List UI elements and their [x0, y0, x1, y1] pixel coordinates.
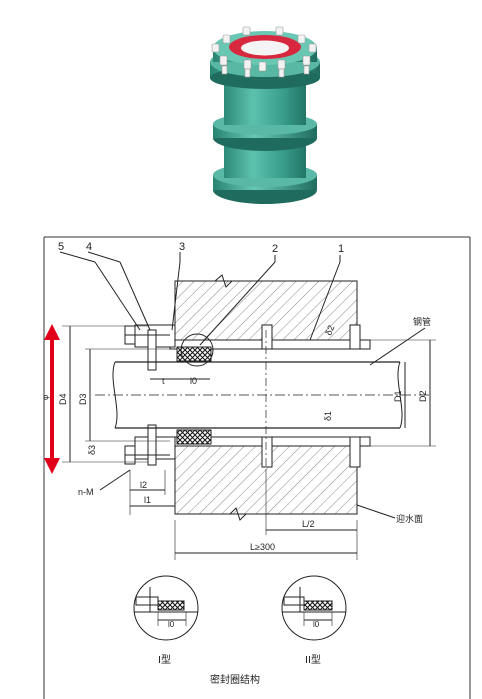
dim-d1: D1 [393, 390, 403, 402]
dim-l1: l1 [144, 495, 151, 505]
callout-5: 5 [58, 241, 64, 253]
callout-2: 2 [272, 243, 278, 255]
highlight-arrow [44, 324, 60, 474]
callout-4: 4 [86, 241, 92, 253]
annotation-labels: 钢管 迎水面 [396, 316, 431, 525]
dim-l-half: L/2 [302, 519, 315, 529]
label-type-2: II型 [305, 653, 321, 666]
dim-t: t [162, 376, 165, 386]
dim-left-mark: φ [41, 395, 50, 400]
detail-type-2 [281, 575, 347, 641]
detail-type-1 [133, 575, 199, 641]
callout-1: 1 [338, 243, 344, 255]
dim-delta2: δ2 [323, 324, 336, 337]
sleeve-section [59, 251, 436, 560]
flange-bolts [211, 26, 317, 78]
drawing-border [43, 236, 471, 699]
dim-d4: D4 [58, 393, 68, 405]
seal-ring-upper [176, 346, 212, 362]
callout-3: 3 [179, 241, 185, 253]
dim-l2: l2 [140, 480, 147, 490]
seal-ring-lower [176, 429, 212, 445]
pipe-bore [241, 40, 289, 56]
dim-n-m: n-M [78, 487, 94, 497]
dim-d2: D2 [418, 390, 428, 402]
dimension-labels: D4 D3 D1 D2 δ1 δ2 δ3 t l0 l1 l2 n-M L/2 … [41, 324, 428, 552]
label-section-title: 密封圈结构 [210, 673, 260, 686]
detail-labels: l0 l0 I型 II型 密封圈结构 [158, 620, 321, 686]
detail1-l0: l0 [168, 620, 175, 629]
dim-delta3: δ3 [87, 445, 97, 455]
detail2-l0: l0 [313, 620, 320, 629]
callout-numbers: 5 4 3 2 1 [58, 241, 344, 255]
label-type-1: I型 [158, 653, 171, 666]
label-steel-pipe: 钢管 [413, 316, 431, 328]
dim-d3: D3 [78, 393, 88, 405]
label-water-face: 迎水面 [396, 513, 423, 525]
dim-l-300: L≥300 [250, 542, 275, 552]
dim-l0: l0 [190, 376, 197, 386]
product-photo [210, 26, 320, 204]
dim-delta1: δ1 [323, 411, 333, 421]
